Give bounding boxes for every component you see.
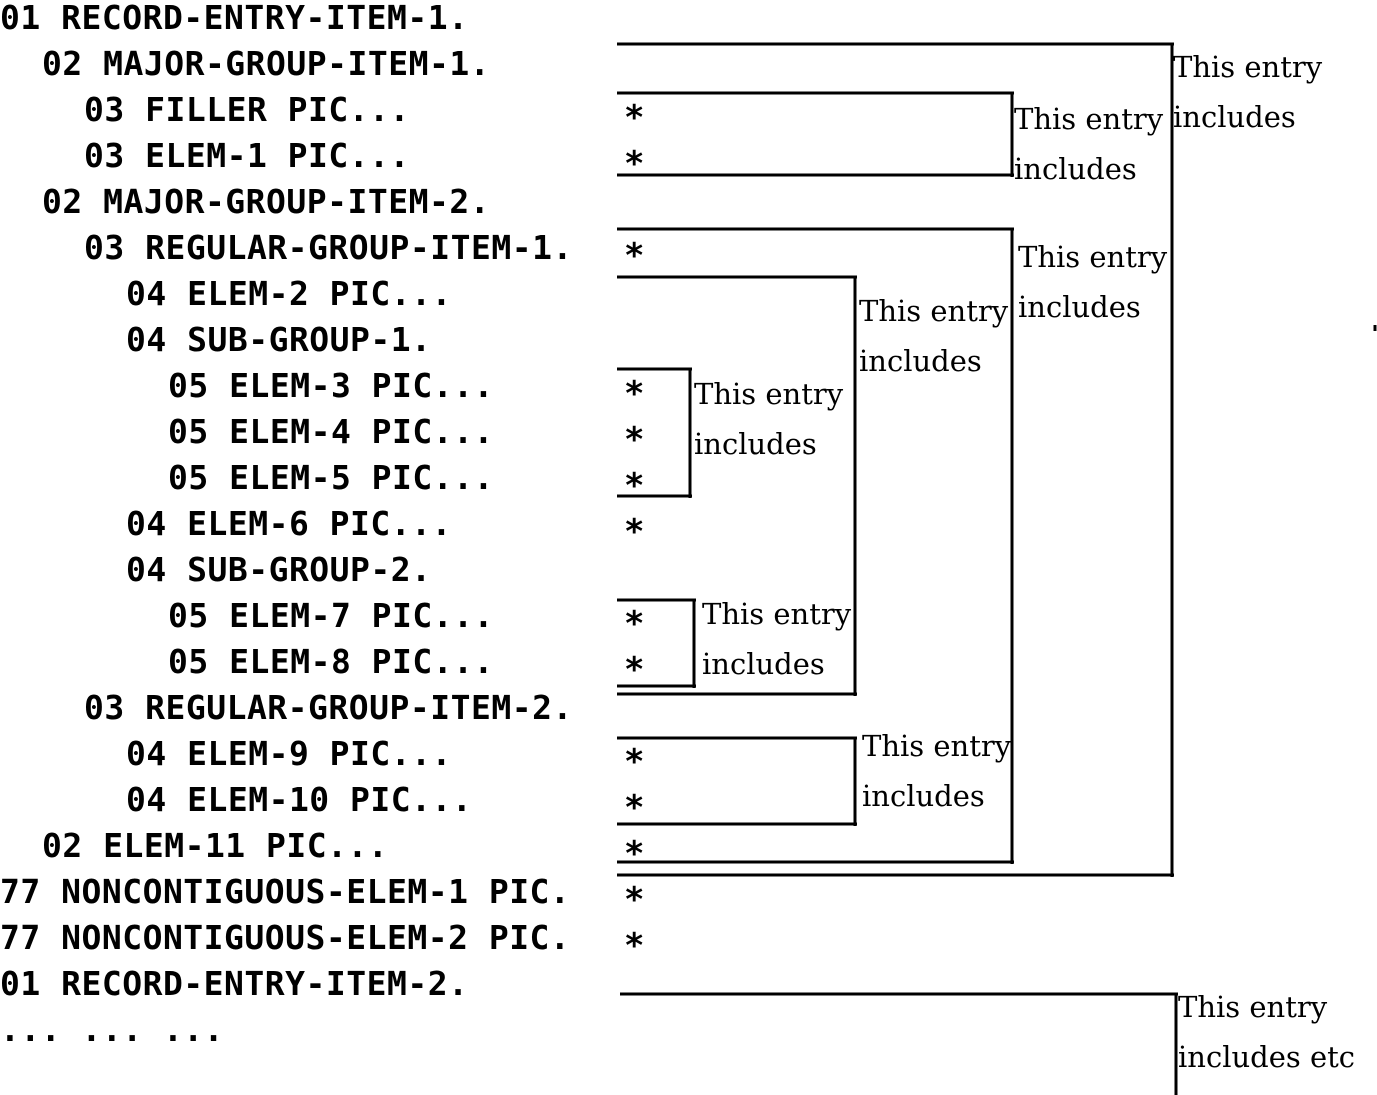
note-record-entry-1: This entry includes — [1173, 50, 1323, 134]
code-line: 05 ELEM-7 PIC... — [168, 596, 494, 635]
asterisk-marker: * — [624, 650, 645, 690]
note-regular-group-2: This entry includes — [862, 729, 1012, 813]
asterisk-marker: * — [624, 880, 645, 920]
code-line: 05 ELEM-5 PIC... — [168, 458, 494, 497]
asterisk-marker: * — [624, 236, 645, 276]
note-major-group-1: This entry includes — [1014, 102, 1164, 186]
code-line: 03 FILLER PIC... — [84, 90, 410, 129]
code-line: 04 ELEM-9 PIC... — [126, 734, 452, 773]
asterisk-marker: * — [624, 834, 645, 874]
bracket-major-group-2 — [617, 227, 1014, 864]
bracket-record-entry-1 — [617, 42, 1174, 877]
asterisk-marker: * — [624, 374, 645, 414]
asterisk-marker: * — [624, 788, 645, 828]
bracket-sub-group-1 — [617, 367, 692, 498]
bracket-major-group-1 — [617, 91, 1014, 177]
bracket-regular-group-2 — [617, 736, 857, 826]
code-line: 02 ELEM-11 PIC... — [42, 826, 389, 865]
note-sub-group-1: This entry includes — [694, 377, 844, 461]
code-line: 04 ELEM-2 PIC... — [126, 274, 452, 313]
asterisk-marker: * — [624, 926, 645, 966]
code-line: 04 ELEM-6 PIC... — [126, 504, 452, 543]
code-line: 01 RECORD-ENTRY-ITEM-1. — [0, 0, 469, 37]
code-line: 01 RECORD-ENTRY-ITEM-2. — [0, 964, 469, 1003]
code-line: 03 ELEM-1 PIC... — [84, 136, 410, 175]
code-line: 05 ELEM-8 PIC... — [168, 642, 494, 681]
note-record-entry-2: This entry includes etc — [1178, 990, 1356, 1074]
code-line: 03 REGULAR-GROUP-ITEM-2. — [84, 688, 573, 727]
code-line: ... ... ... — [0, 1010, 225, 1049]
bracket-record-entry-2 — [620, 992, 1178, 1095]
code-line: 04 SUB-GROUP-2. — [126, 550, 432, 589]
code-line: 77 NONCONTIGUOUS-ELEM-1 PIC. — [0, 872, 571, 911]
asterisk-marker: * — [624, 466, 645, 506]
code-line: 05 ELEM-3 PIC... — [168, 366, 494, 405]
note-major-group-2: This entry includes — [1018, 240, 1168, 324]
asterisk-marker: * — [624, 742, 645, 782]
code-line: 03 REGULAR-GROUP-ITEM-1. — [84, 228, 573, 267]
asterisk-marker: * — [624, 420, 645, 460]
code-line: 04 ELEM-10 PIC... — [126, 780, 473, 819]
asterisk-marker: * — [624, 512, 645, 552]
note-sub-group-2: This entry includes — [702, 597, 852, 681]
bracket-regular-group-1 — [617, 275, 857, 696]
code-line: 05 ELEM-4 PIC... — [168, 412, 494, 451]
code-line: 02 MAJOR-GROUP-ITEM-1. — [42, 44, 491, 83]
bracket-sub-group-2 — [617, 598, 696, 688]
code-line: 04 SUB-GROUP-1. — [126, 320, 432, 359]
asterisk-marker: * — [624, 98, 645, 138]
note-regular-group-1: This entry includes — [859, 294, 1009, 378]
asterisk-marker: * — [624, 144, 645, 184]
code-line: 02 MAJOR-GROUP-ITEM-2. — [42, 182, 491, 221]
asterisk-marker: * — [624, 604, 645, 644]
code-line: 77 NONCONTIGUOUS-ELEM-2 PIC. — [0, 918, 571, 957]
